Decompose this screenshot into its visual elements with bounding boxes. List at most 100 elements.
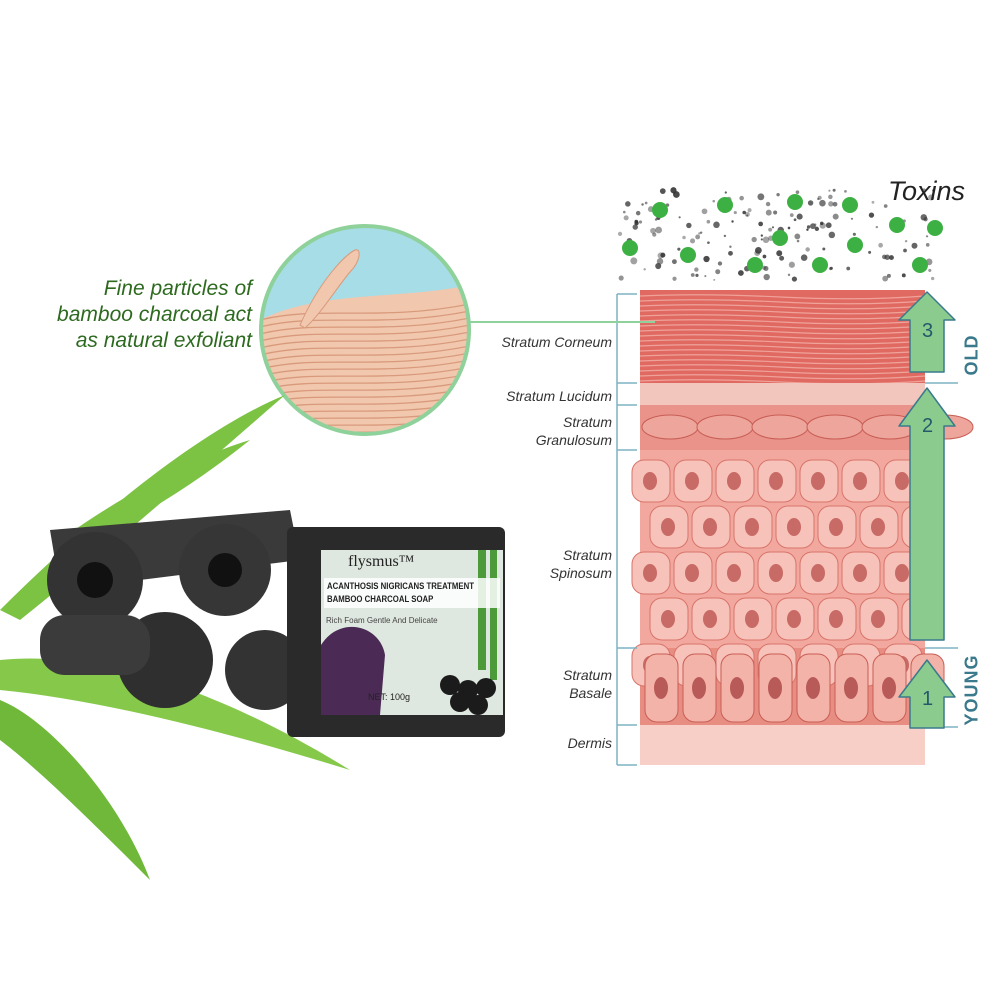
toxin-dot bbox=[819, 222, 826, 229]
toxin-dot bbox=[819, 199, 826, 207]
toxin-green-particle bbox=[847, 237, 863, 253]
toxin-dot bbox=[617, 231, 623, 236]
toxin-dot bbox=[779, 255, 785, 261]
toxin-dot bbox=[796, 213, 803, 220]
toxin-dot bbox=[871, 200, 875, 204]
toxin-dot bbox=[901, 273, 906, 278]
soap-title-line: BAMBOO CHARCOAL SOAP bbox=[327, 594, 434, 605]
toxin-dot bbox=[698, 232, 701, 235]
toxin-dot bbox=[652, 232, 657, 237]
callout-line: bamboo charcoal act bbox=[57, 303, 252, 326]
arrow-up-3 bbox=[898, 291, 956, 373]
stratum-corneum-layer bbox=[640, 290, 925, 383]
arrow-number-2: 2 bbox=[921, 415, 934, 437]
toxin-dot bbox=[805, 247, 810, 252]
toxin-dot bbox=[650, 227, 656, 234]
toxin-dot bbox=[925, 242, 930, 247]
label-stratum-lucidum: Stratum Lucidum bbox=[506, 388, 612, 404]
toxin-green-particle bbox=[927, 220, 943, 236]
toxin-dot bbox=[787, 273, 791, 277]
toxin-dot bbox=[729, 245, 732, 248]
soap-brand: flysmus™ bbox=[348, 553, 415, 570]
toxin-dot bbox=[868, 212, 875, 218]
toxin-dot bbox=[715, 269, 721, 275]
toxin-dot bbox=[713, 221, 720, 229]
toxin-dot bbox=[844, 189, 847, 193]
toxin-green-particle bbox=[772, 230, 788, 246]
toxin-dot bbox=[868, 250, 872, 254]
granulosum-cell bbox=[806, 414, 864, 440]
toxin-green-particle bbox=[652, 202, 668, 218]
toxin-dot bbox=[794, 233, 801, 240]
toxin-dot bbox=[928, 268, 932, 272]
toxin-dot bbox=[632, 224, 638, 230]
toxin-dot bbox=[747, 208, 752, 213]
toxin-dot bbox=[622, 210, 626, 214]
toxin-dot bbox=[738, 270, 744, 276]
arrow-number-1: 1 bbox=[921, 688, 934, 710]
toxin-dot bbox=[762, 236, 770, 244]
stratum-lucidum-layer bbox=[640, 383, 925, 405]
toxin-dot bbox=[788, 261, 795, 268]
toxin-green-particle bbox=[842, 197, 858, 213]
toxin-dot bbox=[922, 188, 926, 192]
toxin-dot bbox=[810, 223, 816, 230]
toxin-dot bbox=[739, 195, 744, 201]
toxin-dot bbox=[776, 192, 780, 197]
toxin-dot bbox=[932, 189, 935, 192]
callout-line: Fine particles of bbox=[103, 277, 252, 300]
toxin-dot bbox=[796, 239, 800, 243]
toxin-dot bbox=[659, 188, 666, 195]
toxin-dot bbox=[825, 222, 832, 229]
toxin-dot bbox=[787, 226, 791, 230]
toxin-dot bbox=[671, 259, 677, 265]
label-stratum-corneum: Stratum Corneum bbox=[501, 334, 612, 350]
toxin-dot bbox=[635, 210, 641, 216]
toxin-dot bbox=[742, 210, 746, 215]
toxin-dot bbox=[690, 238, 696, 244]
toxin-dot bbox=[643, 268, 646, 271]
toxin-dot bbox=[832, 213, 839, 220]
toxin-green-particle bbox=[717, 197, 733, 213]
toxin-dot bbox=[707, 241, 710, 245]
toxin-dot bbox=[878, 242, 883, 248]
toxin-dot bbox=[754, 250, 761, 256]
toxin-dot bbox=[903, 248, 907, 253]
toxin-dot bbox=[754, 246, 762, 254]
woman-illustration bbox=[321, 626, 385, 715]
charcoal-sticks bbox=[40, 510, 305, 710]
toxin-green-particle bbox=[889, 217, 905, 233]
toxin-dot bbox=[829, 266, 833, 270]
toxin-dot bbox=[920, 214, 927, 221]
toxin-dot bbox=[911, 242, 918, 249]
toxin-dot bbox=[828, 201, 834, 207]
toxin-dot bbox=[791, 276, 798, 282]
toxin-dot bbox=[678, 216, 681, 219]
toxin-dot bbox=[882, 275, 889, 282]
toxin-dot bbox=[655, 263, 662, 270]
label-dermis: Dermis bbox=[567, 735, 612, 751]
toxin-dot bbox=[724, 191, 727, 194]
toxin-dot bbox=[800, 254, 808, 261]
toxin-green-particle bbox=[812, 257, 828, 273]
layer-bracket bbox=[616, 293, 958, 766]
toxin-dot bbox=[728, 250, 733, 256]
toxin-dot bbox=[704, 275, 707, 278]
toxin-dot bbox=[846, 266, 851, 271]
toxin-dot bbox=[695, 234, 701, 240]
toxin-dot bbox=[928, 194, 935, 201]
toxin-dot bbox=[807, 200, 814, 206]
toxin-dot bbox=[656, 258, 664, 265]
toxin-dot bbox=[795, 190, 800, 194]
toxin-dot bbox=[828, 267, 832, 271]
toxin-dot bbox=[883, 204, 888, 208]
toxin-dot bbox=[634, 219, 639, 224]
toxin-dot bbox=[701, 208, 708, 215]
toxin-dot bbox=[690, 273, 695, 277]
label-stratum-basale: Stratum Basale bbox=[562, 667, 612, 701]
toxin-dot bbox=[889, 255, 894, 261]
soap-title: ACANTHOSIS NIGRICANS TREATMENT BAMBOO CH… bbox=[324, 578, 500, 608]
toxin-dot bbox=[806, 225, 811, 229]
toxin-dot bbox=[686, 222, 692, 229]
